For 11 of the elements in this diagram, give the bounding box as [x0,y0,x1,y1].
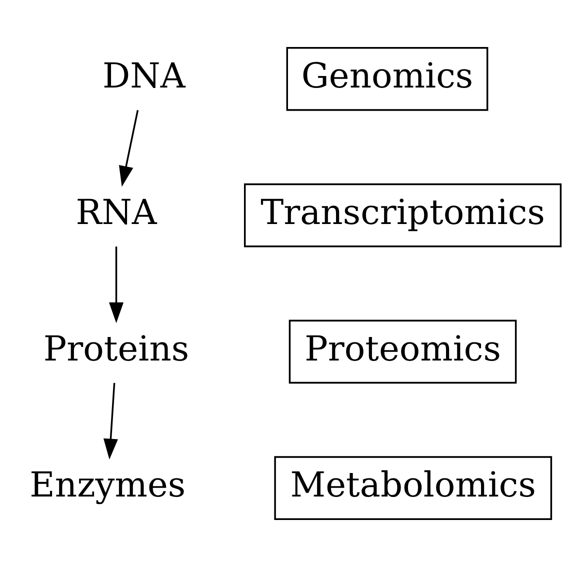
node-text: RNA [76,192,157,233]
node-box: Genomics [286,47,488,111]
arrow [118,110,139,187]
node-box: Proteomics [288,320,517,384]
arrow [103,382,118,460]
arrow [109,246,124,324]
node-text: Enzymes [30,466,186,506]
node-text: Proteins [43,329,190,370]
node-text: DNA [102,56,186,97]
node-box: Transcriptomics [244,183,562,248]
node-box: Metabolomics [274,456,552,520]
